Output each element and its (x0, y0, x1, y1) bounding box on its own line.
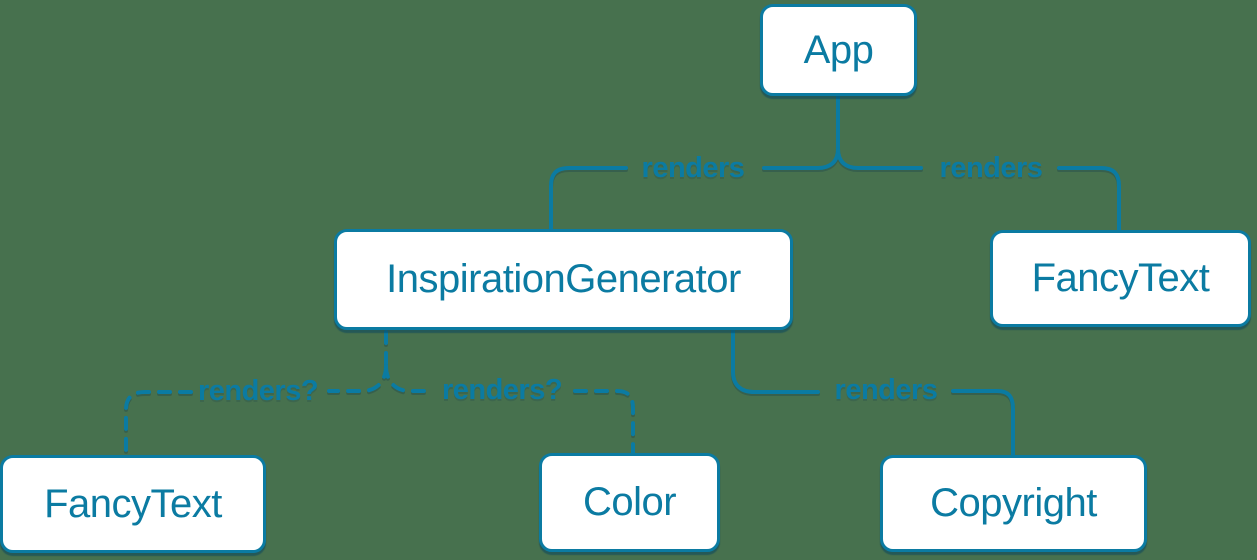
edge-inspiration-to-color-drop (573, 389, 635, 456)
edge-inspiration-to-fancytext2-drop (124, 390, 193, 458)
edge-app-to-fancytext-drop (1057, 166, 1121, 234)
edge-inspiration-to-fancytext2-left-arm (327, 364, 388, 393)
node-fancy-text-bottom: FancyText (0, 455, 266, 553)
node-inspiration-generator: InspirationGenerator (334, 229, 793, 330)
edge-app-to-fancytext-right-arm (836, 147, 923, 170)
edge-inspiration-to-color-right-arm (384, 364, 431, 393)
node-fancy-text-top: FancyText (990, 230, 1251, 327)
edge-label-app-renders-inspiration: renders (641, 152, 745, 184)
edge-app-to-inspiration-left-arm (762, 147, 840, 170)
node-app: App (760, 4, 917, 96)
node-color: Color (539, 453, 720, 552)
edge-label-inspiration-renders-color: renders? (441, 374, 563, 406)
edge-label-inspiration-renders-fancytext: renders? (197, 375, 319, 407)
edge-label-app-renders-fancytext: renders (939, 152, 1043, 184)
edge-app-to-inspiration-drop (549, 166, 628, 233)
node-copyright: Copyright (880, 455, 1147, 552)
edge-label-inspiration-renders-copyright: renders (834, 374, 938, 406)
edge-inspiration-to-copyright-drop (951, 389, 1015, 458)
edge-inspiration-to-copyright-arm (731, 329, 820, 394)
